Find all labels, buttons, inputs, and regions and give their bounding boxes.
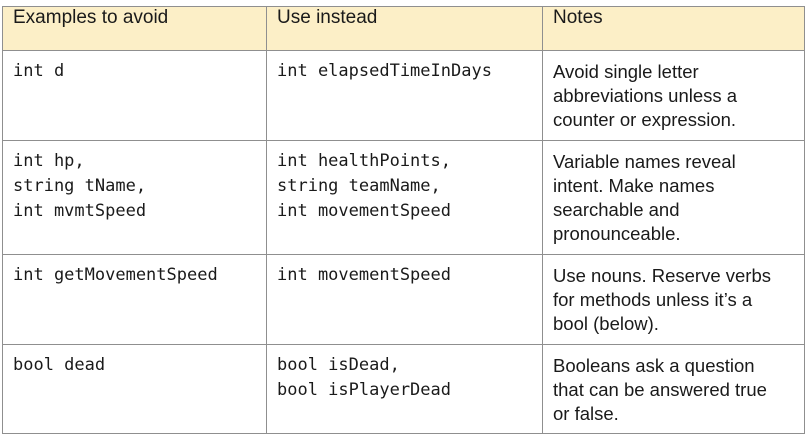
note-line: Variable names reveal — [553, 151, 736, 172]
avoid-cell: int d — [2, 50, 267, 141]
code-line: bool isDead, — [277, 355, 400, 375]
header-examples-to-avoid: Examples to avoid — [2, 6, 267, 51]
instead-cell: bool isDead, bool isPlayerDead — [266, 344, 543, 434]
code-line: int getMovementSpeed — [13, 265, 218, 285]
note-line: Booleans ask a question — [553, 355, 755, 376]
code-line: bool dead — [13, 355, 106, 375]
note-line: searchable and — [553, 199, 680, 220]
code-line: int d — [13, 61, 65, 81]
avoid-cell: bool dead — [2, 344, 267, 434]
note-line: for methods unless it’s a — [553, 289, 753, 310]
notes-cell: Avoid single letter abbreviations unless… — [542, 50, 805, 141]
header-row: Examples to avoid Use instead Notes — [2, 6, 805, 51]
note-line: or false. — [553, 403, 619, 424]
notes-cell: Booleans ask a question that can be answ… — [542, 344, 805, 434]
instead-cell: int elapsedTimeInDays — [266, 50, 543, 141]
instead-cell: int movementSpeed — [266, 254, 543, 345]
code-line: string teamName, — [277, 176, 441, 196]
notes-cell: Variable names reveal intent. Make names… — [542, 140, 805, 255]
code-line: string tName, — [13, 176, 147, 196]
code-line: int movementSpeed — [277, 265, 451, 285]
naming-conventions-table: Examples to avoid Use instead Notes int … — [2, 6, 805, 434]
code-line: int elapsedTimeInDays — [277, 61, 492, 81]
note-line: counter or expression. — [553, 109, 737, 130]
table-row: int hp, string tName, int mvmtSpeed int … — [2, 140, 805, 255]
table-row: int getMovementSpeed int movementSpeed U… — [2, 254, 805, 345]
header-notes: Notes — [542, 6, 805, 51]
code-line: int movementSpeed — [277, 201, 451, 221]
instead-cell: int healthPoints, string teamName, int m… — [266, 140, 543, 255]
table-row: int d int elapsedTimeInDays Avoid single… — [2, 50, 805, 141]
note-line: that can be answered true — [553, 379, 767, 400]
note-line: abbreviations unless a — [553, 85, 738, 106]
note-line: Use nouns. Reserve verbs — [553, 265, 771, 286]
table-header: Examples to avoid Use instead Notes — [2, 6, 805, 51]
table-row: bool dead bool isDead, bool isPlayerDead… — [2, 344, 805, 434]
header-use-instead: Use instead — [266, 6, 543, 51]
avoid-cell: int hp, string tName, int mvmtSpeed — [2, 140, 267, 255]
notes-cell: Use nouns. Reserve verbs for methods unl… — [542, 254, 805, 345]
note-line: pronounceable. — [553, 223, 681, 244]
code-line: int mvmtSpeed — [13, 201, 147, 221]
code-line: bool isPlayerDead — [277, 380, 451, 400]
note-line: intent. Make names — [553, 175, 715, 196]
code-line: int healthPoints, — [277, 151, 451, 171]
note-line: bool (below). — [553, 313, 659, 334]
avoid-cell: int getMovementSpeed — [2, 254, 267, 345]
note-line: Avoid single letter — [553, 61, 699, 82]
code-line: int hp, — [13, 151, 85, 171]
